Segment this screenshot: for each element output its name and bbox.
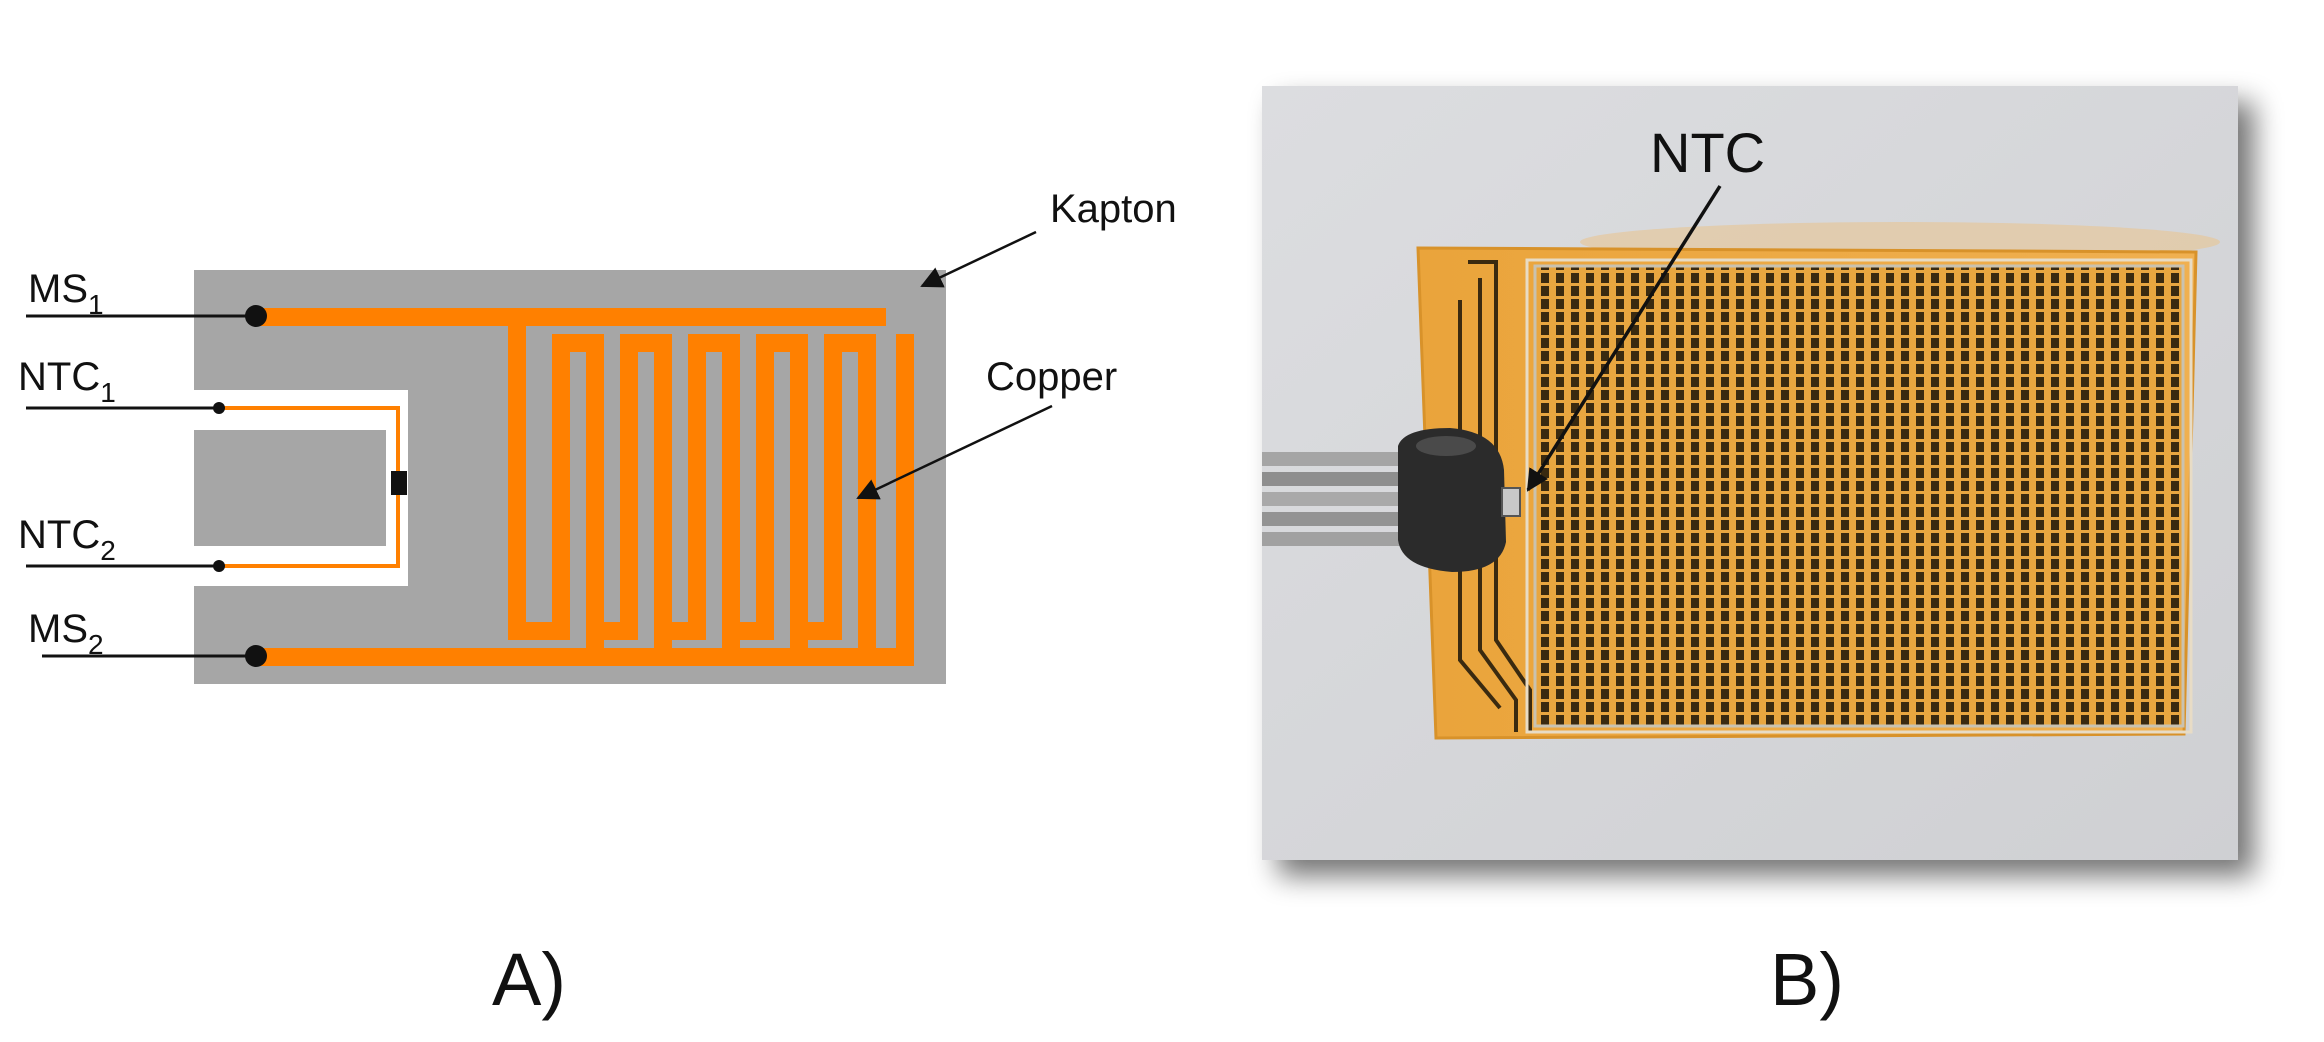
callout-ntc-arrow <box>1526 185 1722 492</box>
callout-ntc: NTC <box>1650 121 1765 184</box>
copper-fingers <box>508 310 914 666</box>
probe-highlight <box>1416 436 1476 456</box>
ntc-element <box>391 471 407 495</box>
terminal-label-ntc2: NTC2 <box>18 513 116 566</box>
copper-top-bus <box>256 308 886 326</box>
panel-a-label: A) <box>492 938 566 1021</box>
panel-b-label: B) <box>1770 938 1844 1021</box>
callout-kapton: Kapton <box>1050 187 1177 231</box>
callout-copper: Copper <box>986 355 1117 399</box>
copper-bottom-bus <box>256 648 914 666</box>
callout-copper-arrow <box>856 404 1053 500</box>
terminal-label-ms2: MS2 <box>28 607 104 660</box>
sensor-schematic: MS1 NTC1 NTC2 MS2 Kapton Copper A) <box>18 187 1177 1021</box>
lead-wires <box>26 314 256 658</box>
meander-gaps <box>526 326 896 648</box>
ntc-cutout-inner <box>194 430 386 546</box>
callout-kapton-arrow <box>920 230 1037 288</box>
ntc-chip <box>1501 487 1521 517</box>
sensor-photo: NTC B) <box>1262 86 2238 1021</box>
cable-bundle <box>1262 452 1426 546</box>
probe-head <box>1398 428 1506 572</box>
grid-border <box>1525 258 2193 734</box>
heater-grid <box>1533 264 2185 728</box>
terminal-label-ms1: MS1 <box>28 267 104 320</box>
terminal-label-ntc1: NTC1 <box>18 355 116 408</box>
